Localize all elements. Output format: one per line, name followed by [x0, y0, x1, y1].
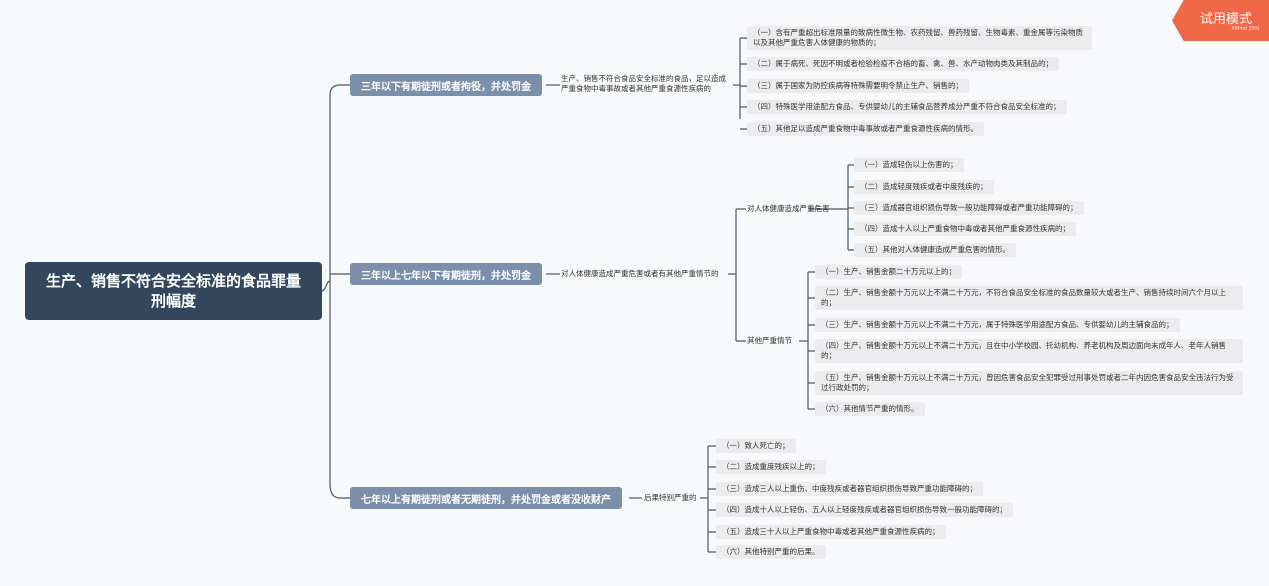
branch-1-item[interactable]: （三）属于国家为防控疾病等特殊需要明令禁止生产、销售的；	[747, 79, 969, 93]
branch-2-health-item[interactable]: （四）造成十人以上严重食物中毒或者其他严重食源性疾病的；	[854, 222, 1076, 236]
branch-2-health-item[interactable]: （二）造成轻度残疾或者中度残疾的；	[854, 180, 994, 194]
trial-mode-brand: XMind ZEN	[1231, 26, 1259, 32]
central-topic-label: 生产、销售不符合安全标准的食品罪量刑幅度	[45, 272, 301, 310]
branch-2-other-item[interactable]: （六）其他情节严重的情形。	[815, 402, 925, 416]
branch-3-label: 七年以上有期徒刑或者无期徒刑，并处罚金或者没收财产	[361, 494, 611, 506]
branch-1-label: 三年以下有期徒刑或者拘役，并处罚金	[361, 81, 531, 93]
branch-2-other-item[interactable]: （五）生产、销售金额十万元以上不满二十万元，曾因危害食品安全犯罪受过刑事处罚或者…	[815, 371, 1243, 395]
branch-1-item[interactable]: （四）特殊医学用途配方食品、专供婴幼儿的主辅食品营养成分严重不符合食品安全标准的…	[747, 100, 1067, 114]
branch-2-health-item[interactable]: （五）其他对人体健康造成严重危害的情形。	[854, 243, 1016, 257]
branch-2-health-item[interactable]: （一）造成轻伤以上伤害的；	[854, 158, 964, 172]
branch-3-item[interactable]: （六）其他特别严重的后果。	[716, 545, 826, 559]
branch-1-condition[interactable]: 生产、销售不符合食品安全标准的食品，足以造成严重食物中毒事故或者其他严重食源性疾…	[561, 74, 726, 93]
branch-3-topic[interactable]: 七年以上有期徒刑或者无期徒刑，并处罚金或者没收财产	[350, 487, 622, 509]
branch-3-item[interactable]: （三）造成三人以上重伤、中度残疾或者器官组织损伤导致严重功能障碍的；	[716, 482, 983, 496]
branch-1-item[interactable]: （一）含有严重超出标准限量的致病性微生物、农药残留、兽药残留、生物毒素、重金属等…	[747, 26, 1092, 50]
branch-3-item[interactable]: （一）致人死亡的；	[716, 439, 796, 453]
branch-2-other-item[interactable]: （四）生产、销售金额十万元以上不满二十万元，且在中小学校园、托幼机构、养老机构及…	[815, 339, 1243, 363]
central-topic[interactable]: 生产、销售不符合安全标准的食品罪量刑幅度	[25, 262, 322, 320]
branch-2-other-item[interactable]: （三）生产、销售金额十万元以上不满二十万元，属于特殊医学用途配方食品、专供婴幼儿…	[815, 318, 1180, 332]
branch-1-topic[interactable]: 三年以下有期徒刑或者拘役，并处罚金	[350, 74, 542, 96]
branch-3-item[interactable]: （四）造成十人以上轻伤、五人以上轻度残疾或者器官组织损伤导致一般功能障碍的；	[716, 503, 1013, 517]
branch-3-item[interactable]: （二）造成重度残疾以上的；	[716, 460, 826, 474]
branch-2-other-item[interactable]: （一）生产、销售金额二十万元以上的；	[815, 265, 962, 279]
branch-2-sub-other[interactable]: 其他严重情节	[747, 336, 792, 345]
branch-3-item[interactable]: （五）造成三十人以上严重食物中毒或者其他严重食源性疾病的；	[716, 525, 946, 539]
trial-mode-label: 试用模式	[1200, 12, 1253, 27]
branch-2-topic[interactable]: 三年以上七年以下有期徒刑，并处罚金	[350, 263, 542, 285]
branch-2-label: 三年以上七年以下有期徒刑，并处罚金	[361, 270, 531, 282]
branch-2-condition[interactable]: 对人体健康造成严重危害或者有其他严重情节的	[561, 269, 719, 278]
trial-mode-badge[interactable]: 试用模式 XMind ZEN	[1172, 0, 1269, 41]
branch-2-other-item[interactable]: （二）生产、销售金额十万元以上不满二十万元，不符合食品安全标准的食品数量较大或者…	[815, 286, 1243, 310]
branch-3-condition[interactable]: 后果特别严重的	[644, 493, 697, 502]
branch-2-health-item[interactable]: （三）造成器官组织损伤导致一般功能障碍或者严重功能障碍的；	[854, 201, 1084, 215]
branch-1-item[interactable]: （五）其他足以造成严重食物中毒事故或者严重食源性疾病的情形。	[747, 122, 984, 136]
branch-1-item[interactable]: （二）属于病死、死因不明或者检验检疫不合格的畜、禽、兽、水产动物肉类及其制品的；	[747, 57, 1059, 71]
branch-2-sub-health[interactable]: 对人体健康造成严重危害	[747, 204, 830, 213]
